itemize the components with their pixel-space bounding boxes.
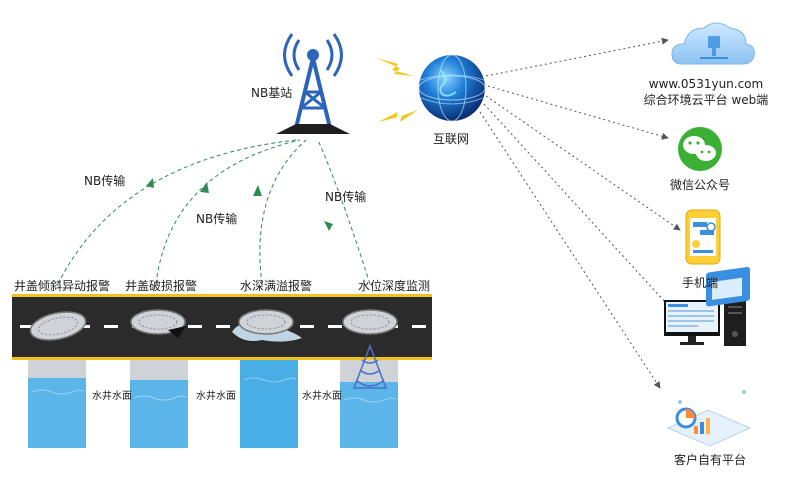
cloud-platform-label: 综合环境云平台 web端 (643, 93, 769, 107)
wechat-label: 微信公众号 (669, 178, 730, 192)
desktop-icon (664, 300, 746, 346)
well-surface-label-1: 水井水面 (92, 391, 132, 402)
nb-base-station-label: NB基站 (251, 86, 293, 100)
wechat-icon (678, 127, 722, 171)
cloud-icon (671, 22, 755, 65)
water-texture (31, 377, 397, 403)
well-shafts (28, 360, 398, 448)
dashboard-icon (666, 266, 752, 447)
lightning-icon (376, 58, 418, 122)
phone-icon (685, 209, 721, 265)
client-platform-label: 客户自有平台 (673, 453, 746, 467)
tower-icon (276, 33, 350, 134)
alarm-label-tilt: 井盖倾斜异动报警 (14, 279, 111, 293)
cloud-url-label: www.0531yun.com (648, 77, 764, 91)
alarm-label-level: 水位深度监测 (358, 279, 431, 293)
nb-link-label-3: NB传输 (325, 190, 367, 204)
alarm-label-damage: 井盖破损报警 (125, 279, 198, 293)
well-surface-label-2: 水井水面 (196, 391, 236, 402)
internet-label: 互联网 (433, 132, 470, 146)
mobile-label: 手机端 (681, 276, 718, 290)
nb-arrowheads (146, 178, 333, 231)
globe-icon (418, 54, 486, 122)
alarm-label-overflow: 水深满溢报警 (240, 279, 313, 293)
manhole-cover-icon (29, 309, 398, 342)
nb-link-label-2: NB传输 (196, 212, 238, 226)
sonar-sensor-icon (352, 343, 388, 389)
nb-link-label-1: NB传输 (84, 174, 126, 188)
well-surface-label-3: 水井水面 (302, 391, 342, 402)
internet-links (479, 37, 681, 389)
